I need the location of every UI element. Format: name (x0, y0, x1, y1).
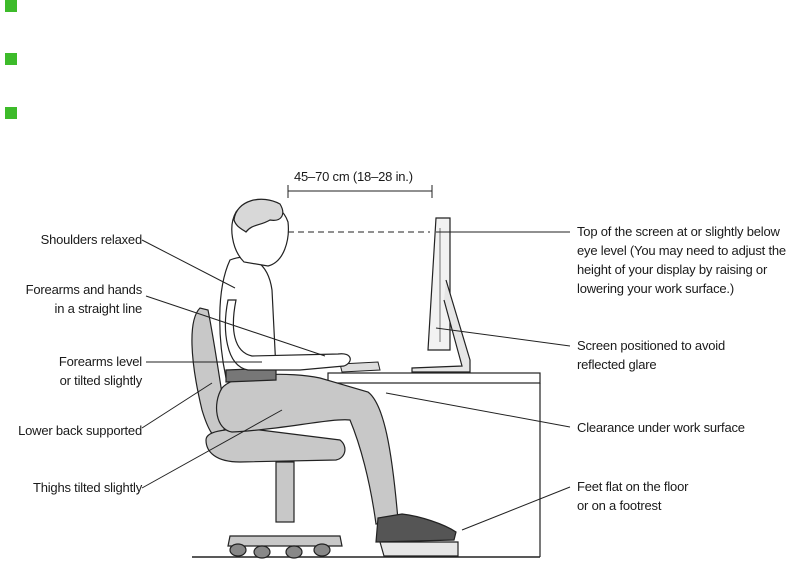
distance-label: 45–70 cm (18–28 in.) (294, 169, 413, 184)
label-screen-top-line2: eye level (You may need to adjust the (577, 243, 786, 258)
label-forearms-level-line2: or tilted slightly (59, 373, 143, 388)
bullet-marker (5, 53, 17, 65)
label-forearms-level-line1: Forearms level (58, 354, 142, 369)
label-forearms-hands-line1: Forearms and hands (25, 282, 143, 297)
desk (327, 372, 541, 557)
bullet-marker (5, 0, 17, 12)
label-glare-line1: Screen positioned to avoid (577, 338, 726, 353)
distance-dimension (287, 185, 433, 198)
keyboard (339, 361, 381, 373)
label-screen-top-line4: lowering your work surface.) (577, 281, 734, 296)
monitor (411, 217, 471, 373)
label-thighs: Thighs tilted slightly (32, 480, 142, 495)
label-screen-top-line1: Top of the screen at or slightly below (577, 224, 780, 239)
label-shoulders-relaxed: Shoulders relaxed (40, 232, 143, 247)
label-glare-line2: reflected glare (577, 357, 657, 372)
label-lower-back: Lower back supported (18, 423, 142, 438)
chair (191, 307, 346, 559)
label-clearance: Clearance under work surface (577, 420, 745, 435)
label-feet-line2: or on a footrest (577, 498, 662, 513)
leader-lines (141, 231, 571, 531)
label-feet-line1: Feet flat on the floor (577, 479, 689, 494)
bullet-marker (5, 107, 17, 119)
label-forearms-hands-line2: in a straight line (54, 301, 143, 316)
label-screen-top-line3: height of your display by raising or (577, 262, 768, 277)
